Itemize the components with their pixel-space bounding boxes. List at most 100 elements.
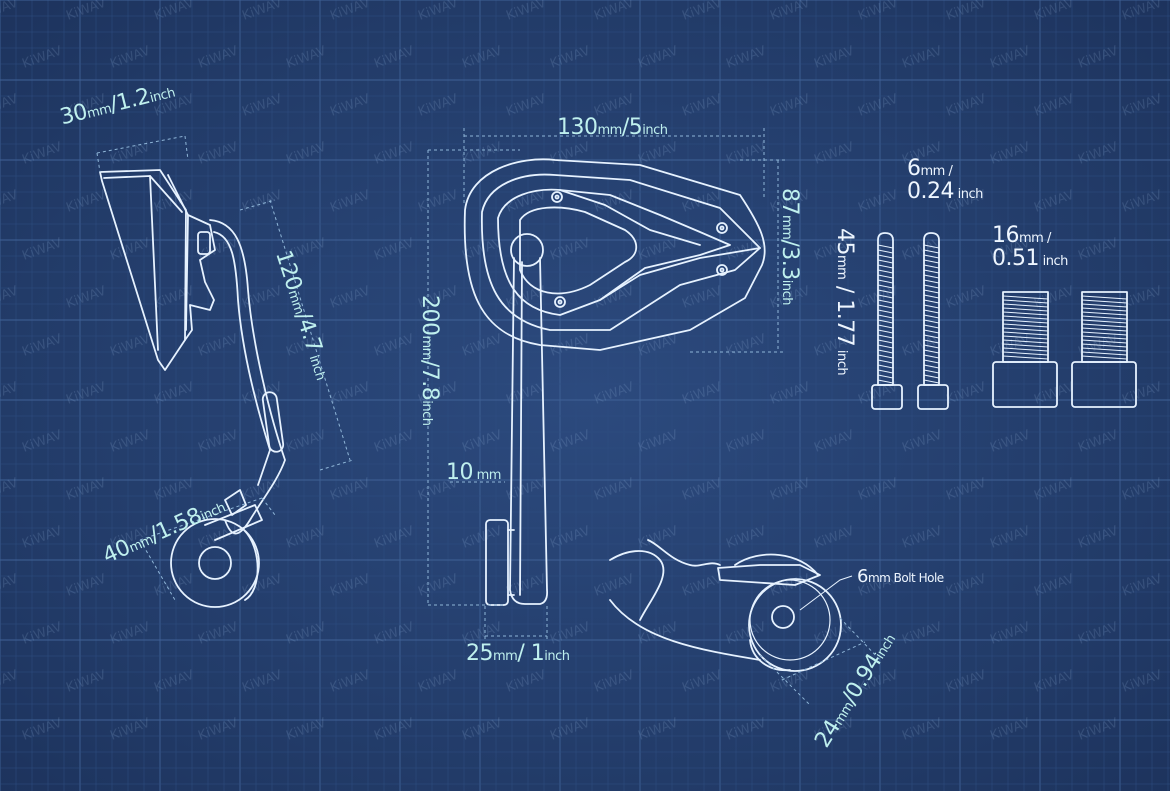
thread-line xyxy=(923,309,940,314)
bolt-diameter-mm-unit: mm / xyxy=(920,164,953,179)
mirror-height-inch-value: 3.3 xyxy=(777,246,802,280)
thread-line xyxy=(1002,319,1049,324)
thread-line xyxy=(923,344,940,349)
front-width-separator: / xyxy=(621,115,629,140)
thread-line xyxy=(877,254,894,259)
front-width-mm-value: 130 xyxy=(557,115,598,140)
base-mm-unit: mm xyxy=(493,649,518,664)
base-inch-unit: inch xyxy=(544,649,570,664)
thread-line xyxy=(877,319,894,324)
short-bolt-1 xyxy=(992,291,1058,408)
thread-line xyxy=(1081,307,1128,312)
bolt-length-inch-value: 1.77 xyxy=(832,299,857,347)
thread-line xyxy=(1081,351,1128,356)
thread-line xyxy=(877,244,894,249)
thread-line xyxy=(1002,347,1049,352)
total-height-inch-value: 7.8 xyxy=(417,366,442,401)
thread-line xyxy=(1081,335,1128,340)
thread-line xyxy=(877,284,894,289)
short-bolt-line-1: 16mm / xyxy=(992,224,1068,247)
front-view-drawing xyxy=(463,158,766,606)
mirror-height-mm-value: 87 xyxy=(777,188,802,215)
thread-line xyxy=(1081,319,1128,324)
thread-line xyxy=(877,259,894,264)
thread-line xyxy=(923,314,940,319)
mirror-height-mm-unit: mm xyxy=(779,215,794,240)
stem-mm-value: 10 xyxy=(446,460,474,485)
thread-line xyxy=(1081,315,1128,320)
thread-line xyxy=(1002,323,1049,328)
thread-line xyxy=(877,354,894,359)
bolt-diameter-line-2: 0.24 inch xyxy=(907,180,983,203)
front-width-label: 130mm/5inch xyxy=(557,117,668,139)
thread-line xyxy=(877,329,894,334)
total-height-separator: / xyxy=(417,359,442,367)
thread-line xyxy=(1081,311,1128,316)
long-bolt-1 xyxy=(871,232,903,410)
thread-line xyxy=(1002,331,1049,336)
side-view-drawing xyxy=(99,169,286,608)
thread-line xyxy=(923,364,940,369)
base-separator: / xyxy=(517,641,531,666)
bolt-diameter-line-1: 6mm / xyxy=(907,157,983,180)
thread-line xyxy=(923,324,940,329)
total-height-inch-unit: inch xyxy=(419,400,434,426)
thread-line xyxy=(1081,339,1128,344)
thread-line xyxy=(923,319,940,324)
thread-line xyxy=(877,339,894,344)
short-bolt-mm-unit: mm / xyxy=(1019,231,1051,246)
short-bolt-label: 16mm / 0.51 inch xyxy=(992,224,1068,270)
thread-line xyxy=(877,344,894,349)
base-inch-value: 1 xyxy=(530,641,545,666)
thread-line xyxy=(1081,347,1128,352)
thread-line xyxy=(877,369,894,374)
thread-line xyxy=(923,339,940,344)
thread-line xyxy=(1002,335,1049,340)
stem-width-label: 10 mm xyxy=(446,462,501,484)
stem-mm-unit: mm xyxy=(473,468,502,483)
thread-line xyxy=(877,309,894,314)
thread-line xyxy=(877,279,894,284)
base-width-label: 25mm/ 1inch xyxy=(466,641,570,666)
bolt-diameter-label: 6mm / 0.24 inch xyxy=(907,157,983,203)
bolt-diameter-mm-value: 6 xyxy=(907,156,921,181)
thread-line xyxy=(923,244,940,249)
short-bolt-2 xyxy=(1071,291,1137,408)
thread-line xyxy=(877,264,894,269)
bolt-length-separator: / xyxy=(832,279,857,300)
short-bolt-inch-value: 0.51 xyxy=(992,246,1039,272)
thread-line xyxy=(923,284,940,289)
thread-line xyxy=(923,269,940,274)
thread-line xyxy=(877,274,894,279)
bolts-drawing xyxy=(871,232,1137,410)
thread-line xyxy=(877,299,894,304)
thread-line xyxy=(923,289,940,294)
bolt-length-mm-value: 45 xyxy=(832,228,857,255)
thread-line xyxy=(923,304,940,309)
bolt-hole-label: 6mm Bolt Hole xyxy=(857,568,944,586)
thread-line xyxy=(877,269,894,274)
thread-line xyxy=(1002,315,1049,320)
bolt-hole-unit: mm Bolt Hole xyxy=(867,571,944,585)
total-height-mm-unit: mm xyxy=(419,335,434,360)
thread-line xyxy=(1081,323,1128,328)
clamp-detail-drawing xyxy=(609,539,842,672)
long-bolt-length-label: 45mm / 1.77 inch xyxy=(832,228,857,376)
short-bolt-line-2: 0.51 inch xyxy=(992,247,1068,270)
thread-line xyxy=(877,334,894,339)
front-total-height-label: 200mm/7.8inch xyxy=(417,295,442,426)
bolt-length-inch-unit: inch xyxy=(834,346,849,376)
thread-line xyxy=(877,314,894,319)
thread-line xyxy=(877,349,894,354)
thread-line xyxy=(1002,299,1049,304)
thread-line xyxy=(1002,339,1049,344)
thread-line xyxy=(1002,311,1049,316)
thread-line xyxy=(923,334,940,339)
front-width-inch-value: 5 xyxy=(628,115,643,140)
thread-line xyxy=(1002,295,1049,300)
thread-line xyxy=(1002,327,1049,332)
thread-line xyxy=(923,329,940,334)
short-bolt-inch-unit: inch xyxy=(1038,254,1069,270)
thread-line xyxy=(877,359,894,364)
